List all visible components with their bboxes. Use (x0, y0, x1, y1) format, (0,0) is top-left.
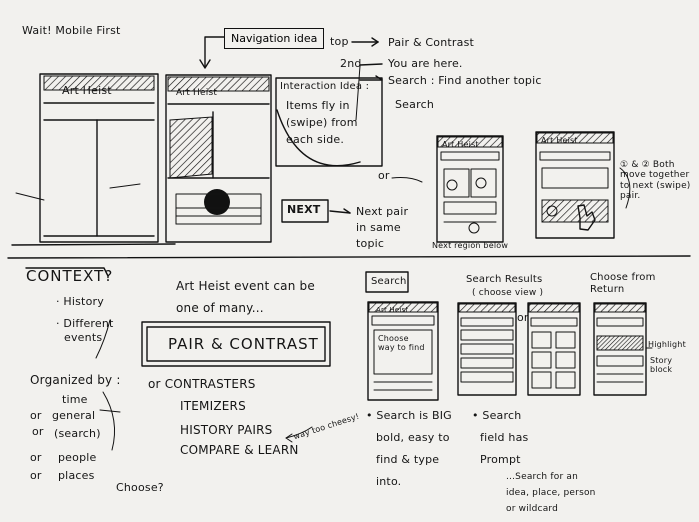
nav-top-label: top (330, 35, 349, 48)
note-1-c: find & type (376, 453, 440, 466)
itemizers: ITEMIZERS (180, 399, 246, 413)
note-2-a: • Search (472, 409, 522, 422)
organize-search: (search) (54, 427, 101, 440)
choose-from-return-label: Choose from Return (590, 272, 656, 295)
context-events: events (64, 331, 103, 344)
search-screen-1 (367, 301, 439, 401)
art-heist-title-3: Art Heist (442, 140, 479, 149)
nav-2nd-label: 2nd (340, 57, 362, 70)
next-region-label: Next region below (432, 241, 509, 250)
organize-general: general (52, 409, 96, 422)
art-heist-title-2: Art Heist (176, 88, 218, 98)
next-desc-1: Next pair (356, 205, 409, 218)
nav-item-2nd: You are here. (388, 57, 463, 70)
wireframe-phone-2 (165, 74, 272, 243)
nav-item-top: Pair & Contrast (388, 36, 475, 49)
note-1-d: into. (376, 475, 402, 488)
note-2-b: field has (480, 431, 529, 444)
art-heist-title-4: Art Heist (541, 136, 578, 145)
organize-or-b: or (32, 425, 44, 438)
note-2-f: or wildcard (506, 504, 559, 514)
highlight-label: Highlight (648, 340, 686, 349)
compare-learn: COMPARE & LEARN (180, 443, 299, 457)
or-contrasters: or CONTRASTERS (148, 377, 256, 391)
organize-or-a: or (30, 409, 42, 422)
interaction-search: Search (395, 98, 434, 111)
interaction-line-3: each side. (286, 133, 345, 146)
search-results-label: Search Results (466, 274, 543, 285)
organize-choose: Choose? (116, 481, 164, 494)
middle-line-1: Art Heist event can be (176, 279, 315, 293)
story-block-label: Story block (650, 356, 673, 375)
search-label: Search (371, 276, 407, 287)
pair-contrast-label: PAIR & CONTRAST (168, 335, 319, 353)
interaction-line-2: (swipe) from (286, 116, 358, 129)
search-or-label: or (517, 311, 529, 324)
middle-line-2: one of many... (176, 301, 264, 315)
context-heading: CONTEXT? (26, 267, 114, 285)
organize-places: places (58, 469, 95, 482)
interaction-title: Interaction Idea : (280, 81, 370, 92)
next-desc-3: topic (356, 237, 385, 250)
next-desc-2: in same (356, 221, 401, 234)
next-button-label: NEXT (287, 203, 321, 216)
nav-item-3rd: Search : Find another topic (388, 74, 542, 87)
note-1-a: • Search is BIG (366, 409, 452, 422)
both-move-note: ① & ② Both move together to next (swipe)… (620, 160, 691, 202)
organized-by: Organized by : (30, 373, 121, 387)
context-history: · History (56, 295, 104, 308)
search-screen-3 (527, 302, 581, 396)
organize-or-d: or (30, 469, 42, 482)
nav-idea-label: Navigation idea (224, 28, 325, 49)
note-2-e: idea, place, person (506, 488, 596, 498)
or-label-1: or (378, 169, 390, 182)
wireframe-phone-4 (535, 131, 615, 239)
note-2-c: Prompt (480, 453, 521, 466)
note-2-d: ...Search for an (506, 472, 579, 482)
note-1-b: bold, easy to (376, 431, 450, 444)
organize-time: time (62, 393, 88, 406)
interaction-line-1: Items fly in (286, 99, 350, 112)
history-pairs: HISTORY PAIRS (180, 423, 273, 437)
context-different: · Different (56, 317, 114, 330)
search-screen-2 (457, 302, 517, 396)
art-heist-title-1: Art Heist (62, 84, 112, 97)
title-text: Wait! Mobile First (22, 24, 121, 37)
art-heist-title-5: Art Heist (376, 306, 409, 314)
choose-view-label: ( choose view ) (472, 288, 544, 298)
wireframe-phone-1 (11, 73, 176, 246)
organize-or-c: or (30, 451, 42, 464)
choose-way-text: Choose way to find (378, 334, 425, 353)
wireframe-phone-3 (436, 135, 504, 243)
search-screen-4 (593, 302, 653, 396)
organize-people: people (58, 451, 97, 464)
